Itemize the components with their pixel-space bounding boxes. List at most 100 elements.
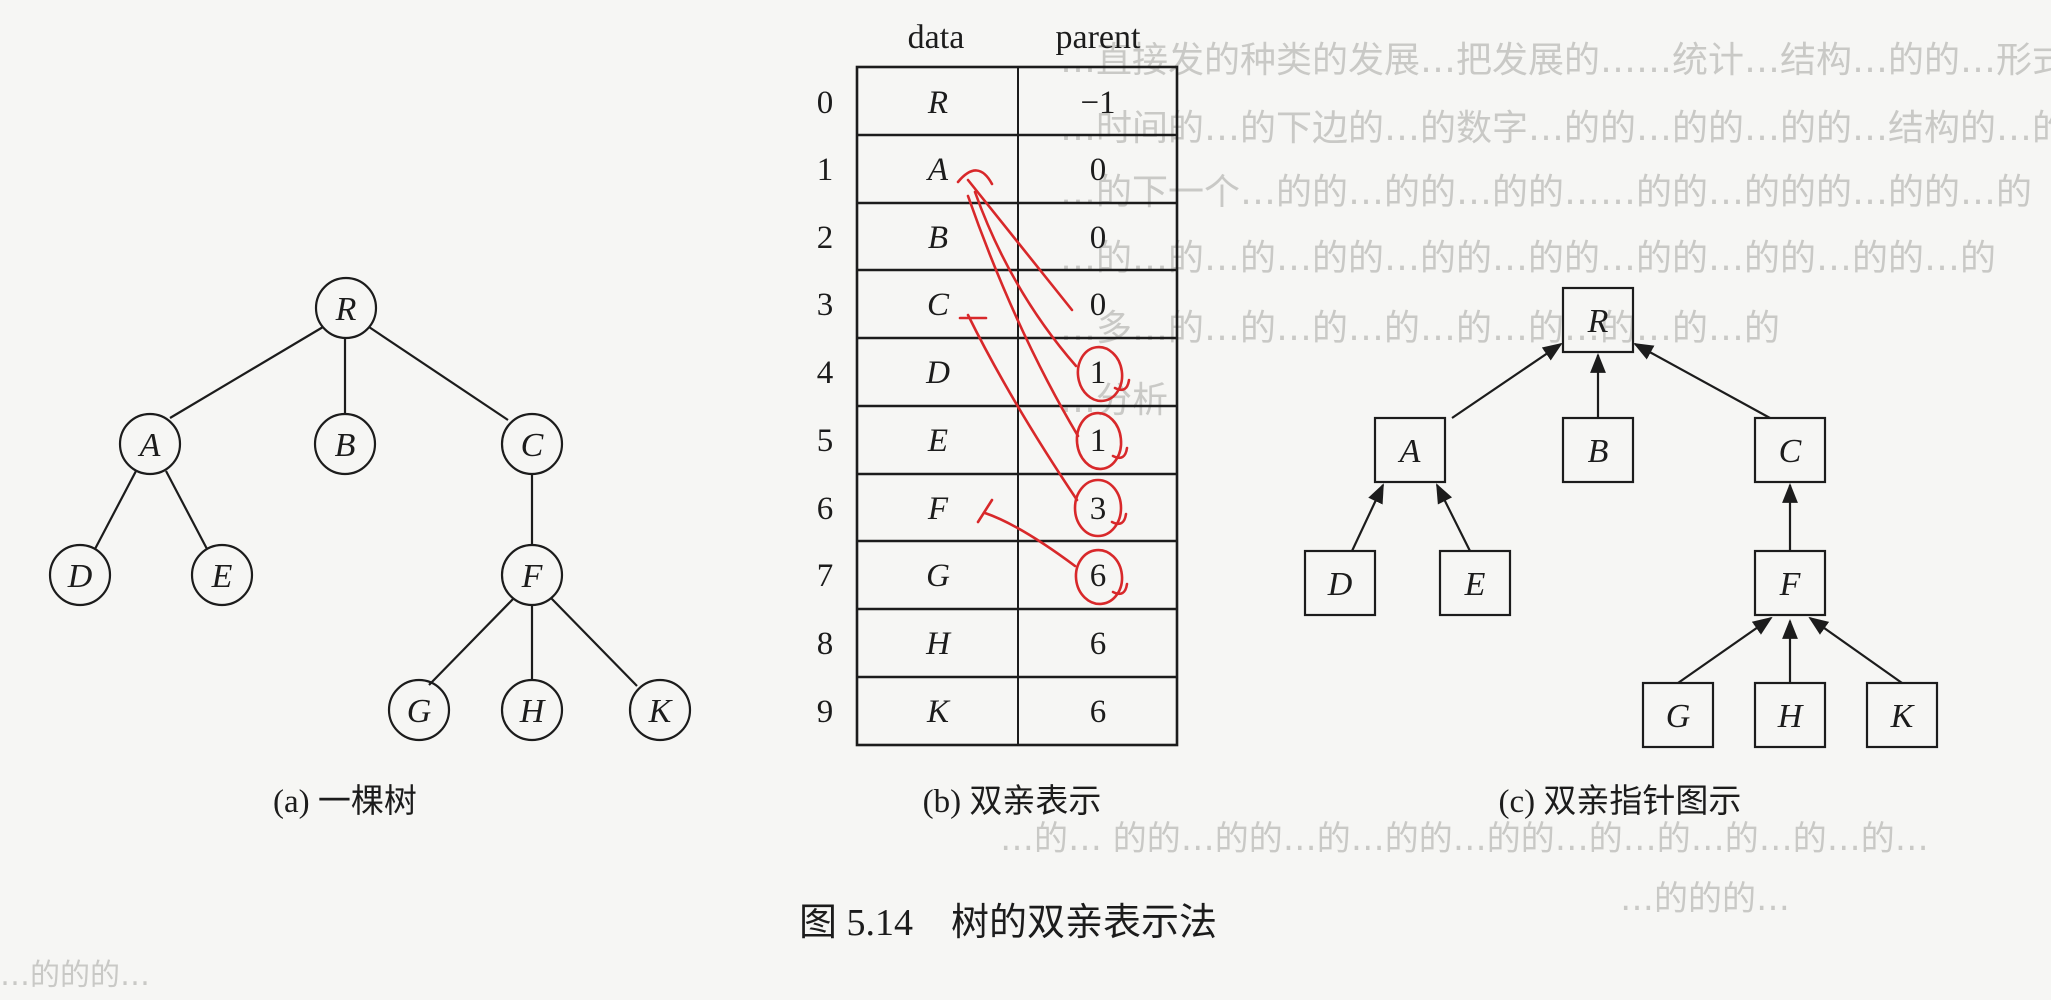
bg-line: …的的的…: [0, 958, 150, 993]
tree-a-node-d: D: [48, 543, 112, 607]
annotation-circle-row-6: [1073, 478, 1123, 538]
bg-line: …的下一个…的的…的的…的的……的的…的的的…的的…的: [1060, 172, 2032, 213]
edge-f-k: [550, 597, 638, 687]
caption-a: (a) 一棵树: [273, 783, 417, 820]
tree-a-node-r: R: [314, 276, 378, 340]
header-parent: parent: [1056, 19, 1142, 56]
tree-c-edges: [1351, 342, 1903, 684]
table-row-6: 6 F 3: [817, 491, 1107, 527]
row-index: 6: [817, 491, 834, 527]
tree-a-node-k: K: [628, 678, 692, 742]
row-parent: 1: [1090, 355, 1107, 391]
tree-c-node-d: D: [1303, 549, 1377, 617]
figure-title: 图 5.14 树的双亲表示法: [799, 902, 1217, 944]
row-data: B: [928, 220, 948, 256]
edge-r-a: [169, 326, 324, 419]
annotation-tail-row-6: [1110, 512, 1128, 526]
pointer-a-r: [1451, 342, 1563, 419]
tree-a-nodes: R A B C D E F G: [48, 276, 692, 742]
tree-a: [94, 326, 638, 687]
row-parent: 0: [1090, 287, 1107, 323]
pointer-d-a: [1351, 483, 1384, 552]
bg-line: …的的的…: [1620, 879, 1790, 919]
tree-c-node-h: H: [1753, 681, 1827, 749]
row-data: H: [925, 626, 952, 662]
table-row-7: 7 G 6: [817, 558, 1107, 594]
background-text: …直接发的种类的发展…把发展的……统计…结构…的的…形式…明显的…发展 …时间的…: [0, 40, 2051, 993]
annotation-circle-row-4: [1076, 345, 1124, 403]
node-label: H: [1777, 698, 1805, 735]
node-label: D: [67, 558, 93, 595]
row-data: K: [926, 694, 951, 730]
table-row-5: 5 E 1: [817, 423, 1107, 459]
edge-a-d: [94, 470, 137, 550]
tree-c-node-b: B: [1561, 416, 1635, 484]
node-label: K: [648, 693, 674, 730]
node-label: H: [519, 693, 547, 730]
header-data: data: [908, 19, 965, 56]
node-label: R: [335, 291, 357, 328]
annotation-head-a: [956, 169, 994, 186]
node-label: A: [138, 427, 161, 464]
bg-line: …的…的…的…的的…的的…的的…的的…的的…的的…的: [1060, 238, 1996, 279]
red-annotations: [956, 169, 1131, 606]
tree-c-node-f: F: [1753, 549, 1827, 617]
row-index: 0: [817, 85, 834, 121]
table-row-3: 3 C 0: [817, 287, 1107, 323]
node-label: G: [407, 693, 432, 730]
table-row-0: 0 R −1: [817, 85, 1116, 121]
node-label: E: [211, 558, 233, 595]
row-data: G: [926, 558, 950, 594]
tree-c-node-r: R: [1561, 286, 1635, 354]
row-data: F: [927, 491, 949, 527]
annotation-circle-row-5: [1075, 411, 1123, 471]
tree-a-node-c: C: [500, 412, 564, 476]
tree-a-node-e: E: [190, 543, 254, 607]
row-parent: 1: [1090, 423, 1107, 459]
row-index: 3: [817, 287, 834, 323]
node-label: B: [1588, 433, 1609, 470]
row-index: 5: [817, 423, 834, 459]
annotation-arrow-g-to-f: [983, 511, 1077, 568]
tree-a-node-h: H: [500, 678, 564, 742]
row-parent: 3: [1090, 491, 1107, 527]
row-index: 2: [817, 220, 834, 256]
edge-f-g: [428, 597, 515, 686]
bg-line: …直接发的种类的发展…把发展的……统计…结构…的的…形式…明显的…发展: [1060, 40, 2051, 81]
row-index: 7: [817, 558, 834, 594]
caption-c: (c) 双亲指针图示: [1499, 783, 1742, 820]
row-parent: 6: [1090, 626, 1107, 662]
row-index: 4: [817, 355, 834, 391]
tree-c-node-a: A: [1373, 416, 1447, 484]
row-parent: 6: [1090, 558, 1107, 594]
row-index: 1: [817, 152, 834, 188]
tree-c-nodes: R A B C D E F G: [1303, 286, 1939, 749]
tree-a-node-g: G: [387, 678, 451, 742]
annotation-tail-row-7: [1111, 582, 1129, 596]
annotation-head-f: [976, 498, 994, 524]
pointer-e-a: [1436, 483, 1471, 552]
tree-a-node-b: B: [313, 412, 377, 476]
row-data: D: [925, 355, 950, 391]
node-label: C: [1779, 433, 1802, 470]
row-parent: 0: [1090, 220, 1107, 256]
row-index: 9: [817, 694, 834, 730]
node-label: R: [1587, 303, 1609, 340]
table-row-1: 1 A 0: [817, 152, 1107, 188]
table-row-9: 9 K 6: [817, 694, 1107, 730]
annotation-arrow-d-to-a: [973, 190, 1078, 368]
node-label: F: [1779, 566, 1802, 603]
tree-c-node-e: E: [1438, 549, 1512, 617]
row-data: E: [927, 423, 948, 459]
table-row-8: 8 H 6: [817, 626, 1107, 662]
pointer-g-f: [1677, 616, 1773, 684]
row-data: R: [927, 85, 948, 121]
tree-c-node-g: G: [1641, 681, 1715, 749]
node-label: D: [1327, 566, 1353, 603]
edge-a-e: [165, 470, 208, 550]
table-row-4: 4 D 1: [817, 355, 1107, 391]
parent-table: data parent 0 R −1 1 A 0 2 B: [817, 19, 1179, 747]
tree-a-node-a: A: [118, 412, 182, 476]
row-parent: −1: [1080, 85, 1115, 121]
